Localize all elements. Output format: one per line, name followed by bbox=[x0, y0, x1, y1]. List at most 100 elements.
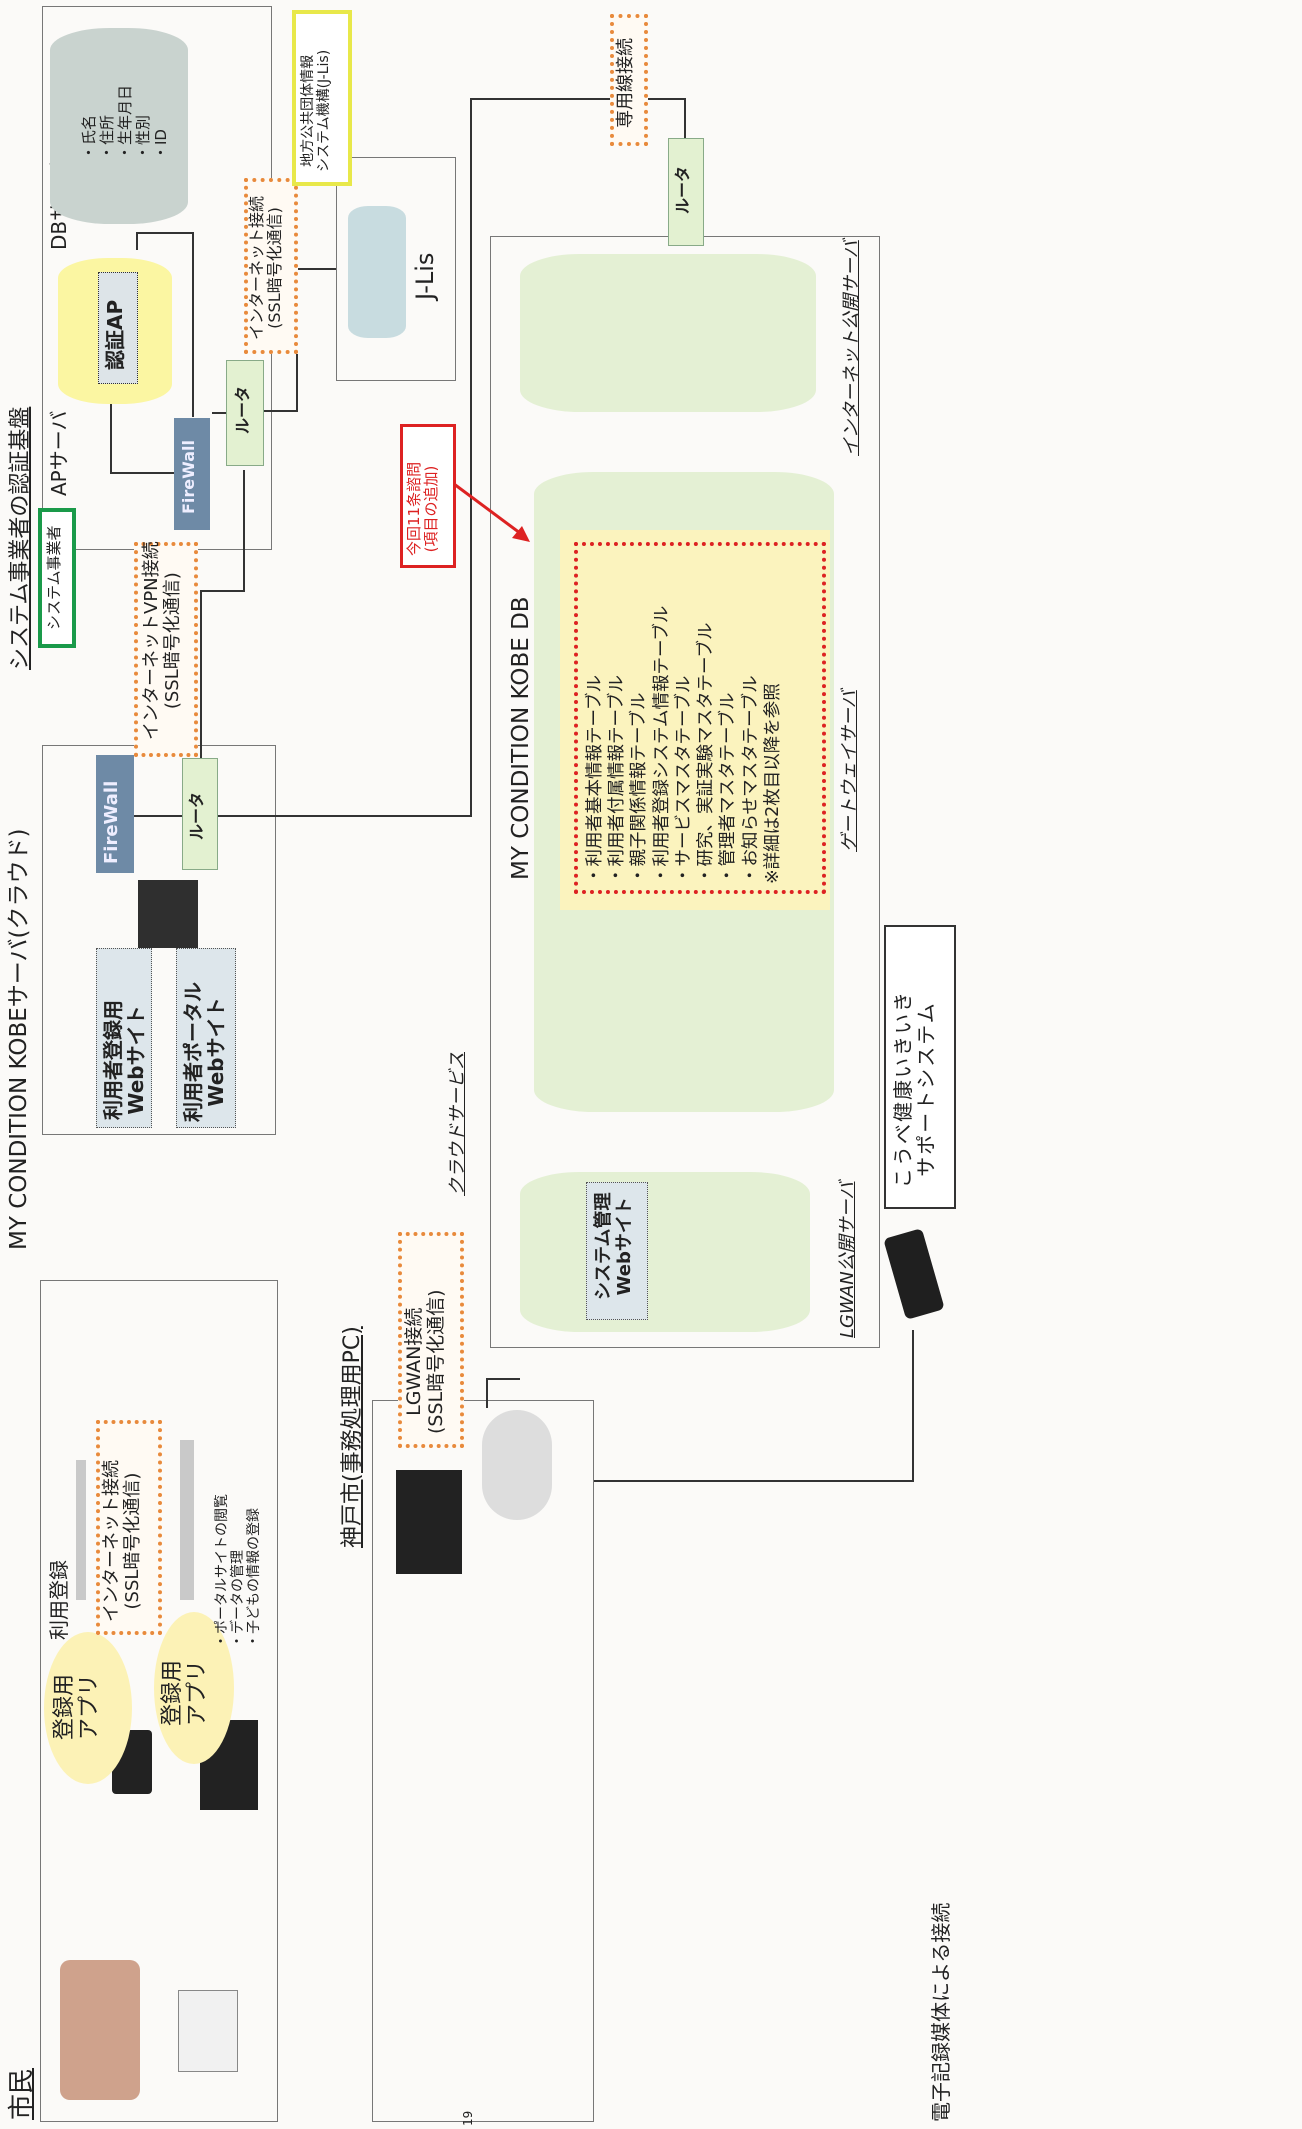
portal-note: ・データの管理 bbox=[230, 1550, 247, 1648]
table-item: ・利用者基本情報テーブル bbox=[585, 675, 605, 884]
db-field: ・生年月日 bbox=[116, 84, 134, 160]
cloud-title: クラウドサービス bbox=[447, 1052, 468, 1196]
db-fields: ・氏名 ・住所 ・生年月日 ・性別 ・ID bbox=[80, 85, 170, 160]
registration-arrow bbox=[76, 1460, 86, 1600]
auth-ap-box bbox=[98, 272, 138, 384]
wire bbox=[912, 1330, 914, 1482]
inquiry-arrow bbox=[453, 482, 530, 542]
wire bbox=[243, 470, 245, 592]
db-field: ・住所 bbox=[98, 114, 116, 160]
admin-site-box[interactable] bbox=[586, 1182, 648, 1320]
leased-line-box bbox=[610, 14, 648, 146]
staff-avatar-image bbox=[482, 1410, 552, 1520]
kobe-pc-panel bbox=[372, 1400, 594, 2122]
jlis-label: J-Lis bbox=[411, 252, 439, 300]
db-yellow-panel bbox=[560, 530, 830, 910]
portal-arrow bbox=[180, 1440, 194, 1600]
mck-router-label: ルータ bbox=[187, 791, 206, 840]
wire bbox=[594, 1480, 914, 1482]
app-label-phone: 登録用 アプリ bbox=[52, 1673, 103, 1740]
mck-server-title: MY CONDITION KOBEサーバ(クラウド) bbox=[6, 828, 32, 1250]
wire bbox=[264, 410, 298, 412]
wire bbox=[470, 98, 686, 100]
portal-notes: ・ポータルサイトの閲覧 ・データの管理 ・子どもの情報の登録 bbox=[214, 1494, 262, 1648]
inquiry-note-box bbox=[400, 424, 456, 568]
lgwan-cylinder bbox=[520, 1172, 810, 1332]
mck-router-box[interactable] bbox=[182, 758, 218, 870]
portal-note: ・ポータルサイトの閲覧 bbox=[214, 1494, 230, 1648]
wire bbox=[136, 232, 192, 234]
office-pc-image bbox=[396, 1470, 462, 1574]
db-field: ・ID bbox=[152, 129, 170, 160]
wire bbox=[136, 232, 138, 250]
wire bbox=[212, 412, 234, 414]
jlis-org-label: 地方公共団体情報 システム機構(J-Lis) bbox=[300, 49, 333, 172]
auth-firewall-label: FireWall bbox=[179, 440, 198, 514]
registration-label: 利用登録 bbox=[47, 1560, 71, 1640]
lgwan-conn-label: LGWAN接続 (SSL暗号化通信) bbox=[403, 1289, 447, 1434]
lgwan-server-label: LGWAN公開サーバ bbox=[837, 1181, 858, 1338]
media-conn-label: 電子記録媒体による接続 bbox=[929, 1902, 953, 2122]
auth-title: システム事業者の認証基盤 bbox=[8, 406, 33, 670]
db-field: ・性別 bbox=[134, 114, 152, 160]
wire bbox=[110, 472, 174, 474]
table-item: ・親子関係情報テーブル bbox=[629, 692, 650, 884]
mck-firewall-box[interactable] bbox=[96, 755, 134, 873]
lgwan-conn-box bbox=[398, 1232, 464, 1448]
operator-badge-label: システム事業者 bbox=[45, 525, 63, 630]
app-bubble-phone bbox=[44, 1632, 132, 1784]
jlis-panel bbox=[336, 157, 456, 381]
wire bbox=[192, 232, 194, 417]
wire bbox=[110, 395, 112, 473]
citizen-panel bbox=[40, 1280, 278, 2122]
auth-router-label: ルータ bbox=[233, 385, 252, 434]
citizen-title: 市民 bbox=[7, 2067, 37, 2120]
wire bbox=[486, 1378, 520, 1380]
tables-list: ・利用者基本情報テーブル ・利用者付属情報テーブル ・親子関係情報テーブル ・利… bbox=[584, 606, 784, 884]
wire bbox=[200, 590, 202, 760]
leased-line-label: 専用線接続 bbox=[615, 38, 636, 128]
db-cylinder bbox=[50, 28, 188, 224]
registration-site-box[interactable] bbox=[96, 948, 152, 1128]
portal-note: ・子どもの情報の登録 bbox=[246, 1508, 263, 1648]
wire bbox=[200, 590, 245, 592]
table-item: ※詳細は2枚目以降を参照 bbox=[762, 683, 783, 884]
registration-site-label: 利用者登録用 Webサイト bbox=[101, 1000, 148, 1120]
table-item: ・利用者付属情報テーブル bbox=[607, 675, 628, 884]
auth-router-box[interactable] bbox=[226, 360, 264, 466]
id-card-image bbox=[178, 1990, 238, 2072]
table-item: ・サービスマスタテーブル bbox=[673, 675, 694, 884]
leased-router-box[interactable] bbox=[668, 138, 704, 246]
wire bbox=[110, 815, 230, 817]
table-item: ・お知らせマスタテーブル bbox=[740, 675, 761, 884]
auth-internet-label: インターネット接続 (SSL暗号化通信) bbox=[247, 195, 285, 340]
portal-site-label: 利用者ポータル Webサイト bbox=[181, 982, 228, 1122]
internet-server-cylinder bbox=[520, 254, 816, 412]
wire bbox=[296, 268, 336, 270]
internet-server-label: インターネット公開サーバ bbox=[841, 240, 862, 456]
admin-site-label: システム管理 Webサイト bbox=[593, 1192, 635, 1300]
app-label-pc: 登録用 アプリ bbox=[160, 1659, 211, 1726]
jlis-cylinder bbox=[348, 206, 406, 338]
kenko-label: こうべ健康いきいき サポートシステム bbox=[891, 990, 938, 1188]
internet-conn-label: インターネット接続 (SSL暗号化通信) bbox=[101, 1460, 143, 1622]
mck-firewall-label: FireWall bbox=[101, 780, 122, 864]
page-number: 19 bbox=[461, 2110, 475, 2126]
leased-router-label: ルータ bbox=[673, 165, 692, 214]
app-bubble-pc bbox=[154, 1612, 234, 1764]
wire bbox=[470, 98, 472, 817]
vpn-conn-label: インターネットVPN接続 (SSL暗号化通信) bbox=[141, 541, 183, 740]
server-rack-icon bbox=[138, 880, 198, 948]
citizen-group-image bbox=[60, 1960, 140, 2100]
table-item: ・管理者マスタテーブル bbox=[718, 692, 739, 884]
kenko-system-box bbox=[884, 925, 956, 1209]
ap-server-label: APサーバ bbox=[47, 410, 71, 496]
portal-site-box[interactable] bbox=[176, 948, 236, 1128]
jlis-org-badge bbox=[292, 10, 352, 186]
kobe-db-title: MY CONDITION KOBE DB bbox=[508, 596, 534, 880]
vpn-conn-box bbox=[134, 542, 198, 757]
tables-box bbox=[574, 542, 826, 894]
auth-internet-box bbox=[244, 178, 298, 354]
wire bbox=[486, 1378, 488, 1408]
auth-firewall-box[interactable] bbox=[174, 418, 210, 530]
